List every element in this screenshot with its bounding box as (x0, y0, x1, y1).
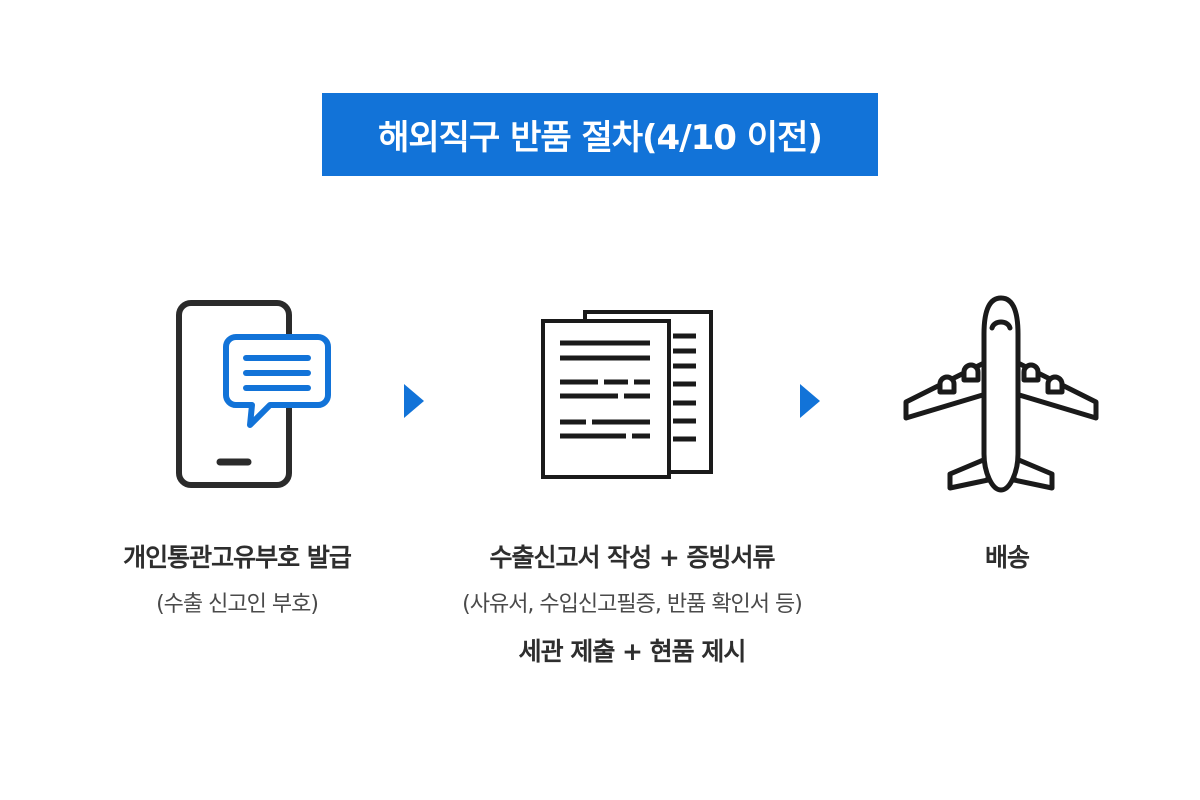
arrow-right-icon (402, 384, 426, 422)
step-2-label-2: 세관 제출 + 현품 제시 (518, 637, 747, 666)
step-2-sublabel: (사유서, 수입신고필증, 반품 확인서 등) (462, 592, 803, 617)
page-title: 해외직구 반품 절차(4/10 이전) (378, 118, 823, 158)
documents-icon (538, 306, 720, 484)
step-2-label: 수출신고서 작성 + 증빙서류 (489, 543, 775, 572)
arrow-right-icon (798, 384, 822, 422)
airplane-icon (900, 294, 1102, 496)
step-1-label: 개인통관고유부호 발급 (123, 543, 352, 572)
phone-message-icon (170, 297, 340, 492)
step-3-label: 배송 (984, 543, 1030, 572)
step-1-sublabel: (수출 신고인 부호) (156, 592, 319, 617)
title-banner: 해외직구 반품 절차(4/10 이전) (322, 93, 878, 176)
